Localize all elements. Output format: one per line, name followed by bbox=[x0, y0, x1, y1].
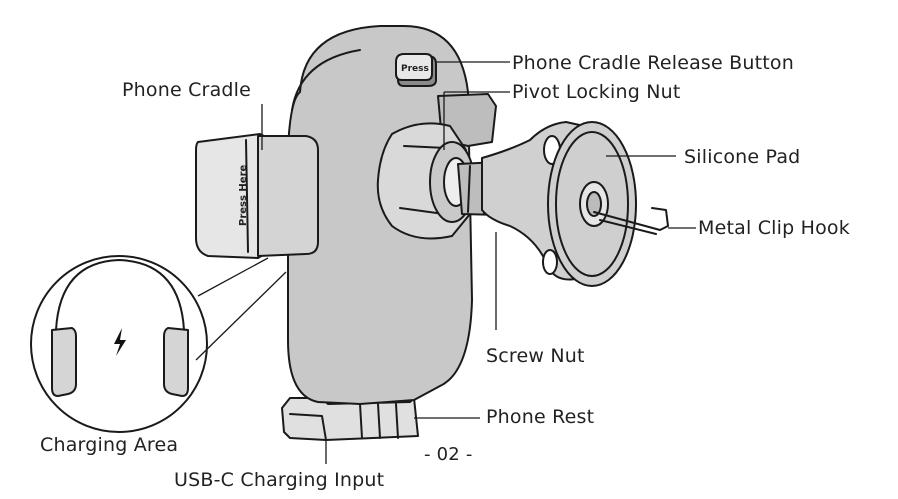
charging-area-circle bbox=[30, 255, 208, 433]
vent-mount bbox=[376, 93, 669, 287]
page-number: - 02 - bbox=[424, 444, 473, 465]
phone-rest-label: Phone Rest bbox=[486, 406, 595, 428]
release-button-label: Phone Cradle Release Button bbox=[512, 52, 795, 74]
pivot-nut-label: Pivot Locking Nut bbox=[512, 81, 681, 103]
lightning-icon bbox=[114, 328, 126, 356]
press-stamp: Press bbox=[401, 64, 429, 74]
metal-clip-hook bbox=[593, 207, 669, 231]
screw-nut-label: Screw Nut bbox=[486, 345, 585, 367]
silicone-pad-label: Silicone Pad bbox=[684, 146, 801, 168]
release-button: Press bbox=[395, 53, 437, 87]
charging-area-label: Charging Area bbox=[40, 434, 179, 456]
phone-cradle-label: Phone Cradle bbox=[122, 79, 252, 101]
charger-body bbox=[287, 24, 473, 405]
usbc-input-label: USB-C Charging Input bbox=[174, 469, 385, 491]
metal-clip-label: Metal Clip Hook bbox=[698, 217, 850, 239]
phone-cradle: Press Here bbox=[195, 133, 319, 259]
press-here-stamp: Press Here bbox=[238, 164, 249, 226]
